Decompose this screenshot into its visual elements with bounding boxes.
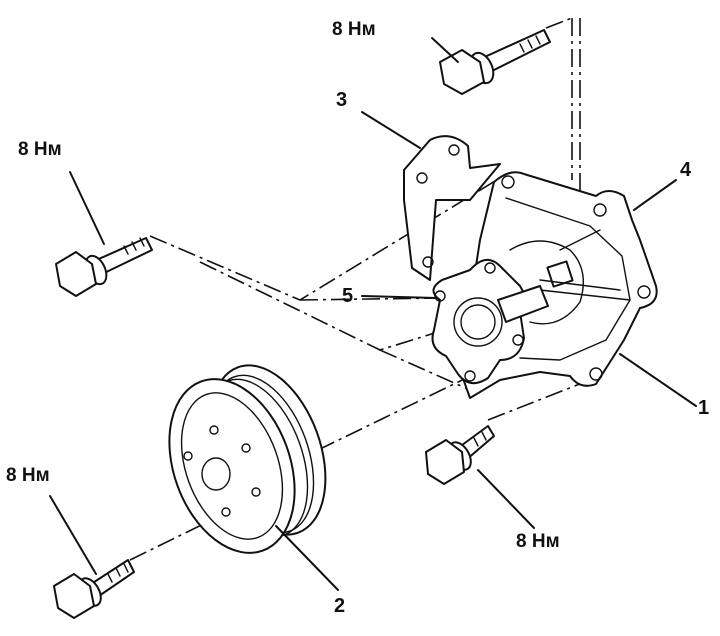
pulley [168,364,327,554]
part-number-4: 4 [680,159,692,181]
bolt-top [439,29,551,95]
torque-label-right-lower: 8 Нм [516,531,560,552]
bolt-right-lower [425,425,495,485]
part-number-2: 2 [334,595,346,617]
part-number-3: 3 [336,89,348,111]
leader-lines [49,37,697,591]
bolt-left-lower [53,559,135,619]
bolt-left-upper [55,237,153,297]
part-number-5: 5 [342,285,354,307]
torque-label-left-upper: 8 Нм [18,139,62,160]
gasket-plate [403,135,501,281]
torque-label-top: 8 Нм [332,19,376,40]
part-number-1: 1 [698,397,710,419]
torque-label-left-lower: 8 Нм [6,465,50,486]
seal-flange [431,259,549,385]
